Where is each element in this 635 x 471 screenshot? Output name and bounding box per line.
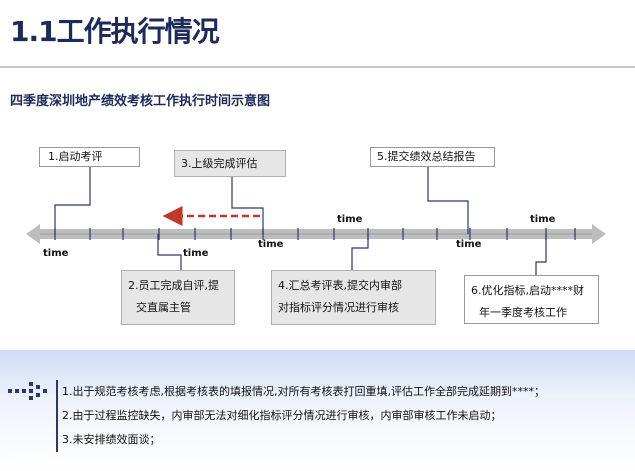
step-6-line2: 年一季度考核工作 bbox=[479, 306, 567, 319]
step-2-line2: 交直属主管 bbox=[136, 301, 191, 314]
step-2-box: 2.员工完成自评,提 交直属主管 bbox=[121, 270, 235, 325]
time-label: time bbox=[258, 239, 284, 250]
note-item: 3.未安排绩效面谈； bbox=[62, 433, 161, 446]
title-divider bbox=[0, 66, 635, 68]
notes-list: 1.出于规范考核考虑,根据考核表的填报情况,对所有考核表打回重填,评估工作全部完… bbox=[56, 380, 545, 452]
page-title: 1.1工作执行情况 bbox=[10, 15, 220, 48]
note-item: 1.出于规范考核考虑,根据考核表的填报情况,对所有考核表打回重填,评估工作全部完… bbox=[62, 385, 545, 398]
time-label: time bbox=[43, 248, 69, 259]
step-6-line1: 6.优化指标,启动****财 bbox=[471, 284, 584, 297]
step-4-box: 4.汇总考评表,提交内审部 对指标评分情况进行审核 bbox=[271, 270, 436, 325]
step-5-box: 5.提交绩效总结报告 bbox=[370, 147, 495, 167]
notes-panel bbox=[0, 350, 635, 471]
step-1-box: 1.启动考评 bbox=[39, 147, 140, 167]
step-3-label: 3.上级完成评估 bbox=[181, 157, 258, 170]
timeline-diagram bbox=[26, 166, 606, 275]
step-5-label: 5.提交绩效总结报告 bbox=[377, 150, 476, 163]
chevron-bullet-icon bbox=[8, 382, 47, 400]
time-label: time bbox=[183, 248, 209, 259]
diagram-subtitle: 四季度深圳地产绩效考核工作执行时间示意图 bbox=[10, 94, 271, 109]
step-connectors bbox=[54, 166, 547, 275]
time-label: time bbox=[337, 214, 363, 225]
step-3-box: 3.上级完成评估 bbox=[174, 150, 286, 177]
step-4-line2: 对指标评分情况进行审核 bbox=[278, 301, 399, 314]
note-item: 2.由于过程监控缺失，内审部无法对细化指标评分情况进行审核，内审部审核工作未启动… bbox=[62, 409, 502, 422]
step-1-label: 1.启动考评 bbox=[48, 150, 103, 163]
time-label: time bbox=[456, 239, 482, 250]
step-6-box: 6.优化指标,启动****财 年一季度考核工作 bbox=[464, 275, 599, 324]
watermark: 大成商学 bbox=[6, 454, 50, 467]
step-2-line1: 2.员工完成自评,提 bbox=[128, 279, 219, 292]
time-label: time bbox=[530, 214, 556, 225]
step-4-line1: 4.汇总考评表,提交内审部 bbox=[278, 279, 402, 292]
